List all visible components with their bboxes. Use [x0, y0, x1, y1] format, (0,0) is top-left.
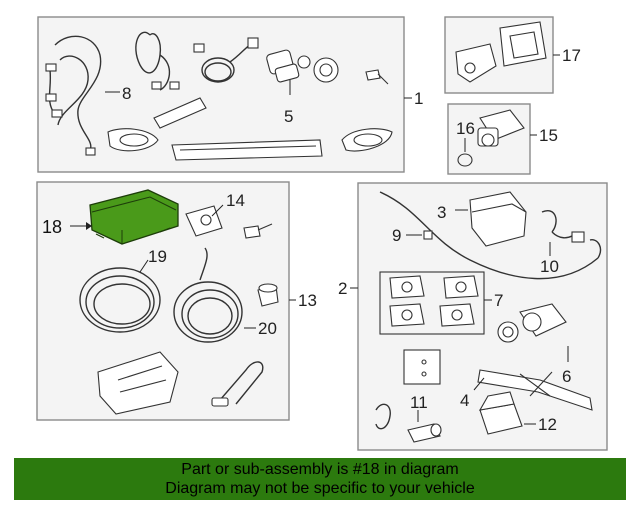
connector-part-10[interactable]: [541, 210, 585, 243]
mounting-bracket[interactable]: [97, 351, 179, 415]
callout-6: 6: [562, 367, 571, 386]
callout-11: 11: [410, 393, 428, 412]
wire-clip[interactable]: [375, 403, 391, 430]
callout-15: 15: [539, 126, 558, 145]
seal-ring-part-16[interactable]: [457, 153, 473, 167]
panel-group-2: 2 3 9 10: [338, 182, 608, 451]
callout-8: 8: [122, 84, 131, 103]
callout-19: 19: [148, 247, 167, 266]
coil-wire[interactable]: [193, 37, 259, 83]
harness-loop[interactable]: [135, 31, 180, 91]
module-part-3[interactable]: [469, 191, 527, 247]
sensor-part-6[interactable]: [497, 303, 567, 343]
callout-18: 18: [42, 217, 62, 237]
panel-group-15: 16 15: [447, 103, 558, 175]
callout-14: 14: [226, 191, 245, 210]
control-module-part-18[interactable]: [89, 189, 179, 245]
rail-part-4[interactable]: [477, 369, 593, 411]
screw-part[interactable]: [365, 69, 389, 85]
bracket-part[interactable]: [153, 97, 207, 129]
callout-7: 7: [494, 291, 503, 310]
callout-12: 12: [538, 415, 557, 434]
relay-part-12[interactable]: [478, 391, 523, 435]
cable-tie[interactable]: [211, 361, 264, 407]
callout-3: 3: [437, 203, 446, 222]
panel-group-1: 8 5 1: [37, 16, 423, 173]
panel-group-13: 18 14 19 20: [36, 181, 317, 421]
camera-bracket-part-17[interactable]: [455, 21, 547, 83]
trim-left[interactable]: [107, 128, 159, 152]
callout-5: 5: [284, 107, 293, 126]
sensor-part-5[interactable]: [266, 49, 311, 83]
connector-part-11[interactable]: [407, 423, 442, 443]
callout-20: 20: [258, 319, 277, 338]
banner-line-2: Diagram may not be specific to your vehi…: [165, 480, 475, 497]
lower-grille[interactable]: [171, 139, 323, 161]
clip-part-9[interactable]: [423, 230, 433, 240]
sensor-bracket[interactable]: [403, 349, 441, 385]
info-banner: Part or sub-assembly is #18 in diagram D…: [14, 458, 626, 500]
callout-2: 2: [338, 279, 347, 298]
banner-line-1: Part or sub-assembly is #18 in diagram: [181, 461, 459, 478]
grommet[interactable]: [313, 57, 339, 83]
harness-part-19[interactable]: [79, 267, 161, 333]
trim-right[interactable]: [341, 128, 393, 152]
callout-10: 10: [540, 257, 559, 276]
screw-small[interactable]: [243, 223, 273, 239]
callout-9: 9: [392, 226, 401, 245]
harness-part-20[interactable]: [173, 247, 243, 343]
grommet-part-13[interactable]: [257, 283, 279, 307]
callout-1: 1: [414, 89, 423, 108]
callout-17: 17: [562, 46, 581, 65]
camera-part-15[interactable]: [477, 109, 525, 147]
bracket-part-14[interactable]: [185, 205, 223, 237]
panel-group-17: 17: [444, 16, 581, 94]
harness-part-8[interactable]: [45, 35, 102, 156]
callout-13: 13: [298, 291, 317, 310]
holder-set-part-7[interactable]: [379, 271, 485, 335]
callout-4: 4: [460, 391, 469, 410]
callout-16: 16: [456, 119, 475, 138]
sensor-harness[interactable]: [379, 191, 602, 280]
